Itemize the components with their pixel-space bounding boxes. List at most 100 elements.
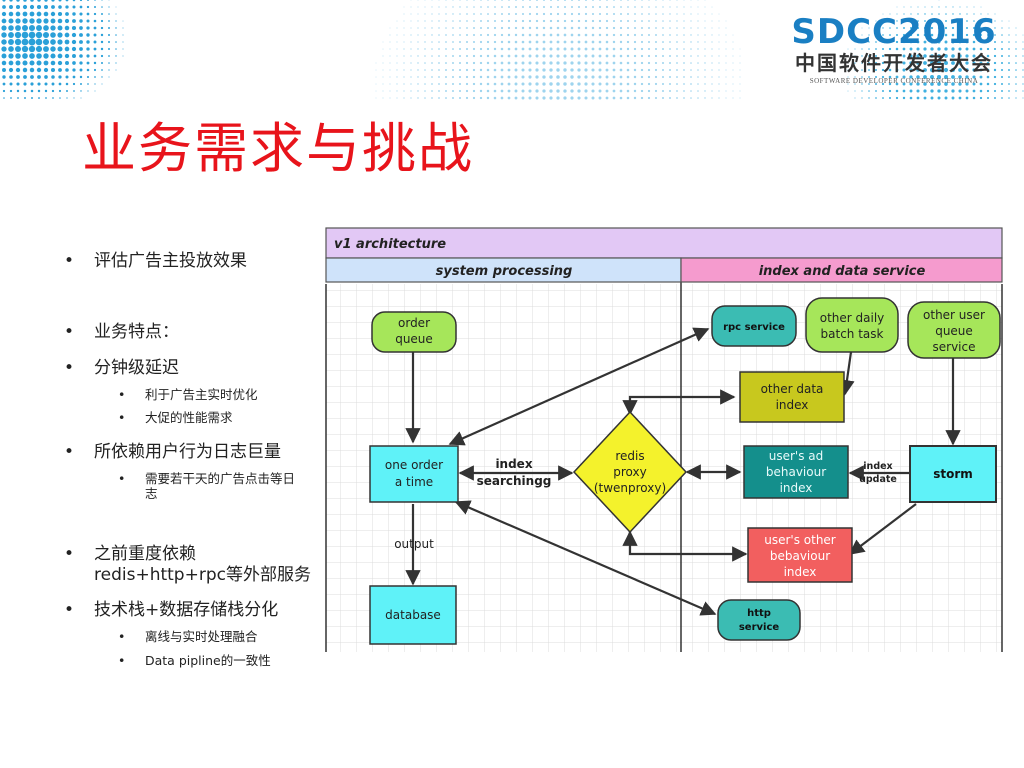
decor-dot <box>438 62 440 64</box>
edge-label-index-small: index <box>863 461 892 472</box>
decor-dot <box>472 96 476 100</box>
decor-dot <box>930 82 934 86</box>
decor-dot <box>37 82 41 86</box>
decor-dot <box>514 68 518 72</box>
decor-dot <box>951 26 955 30</box>
decor-dot <box>662 97 664 99</box>
decor-dot <box>549 68 553 72</box>
decor-dot <box>549 33 553 37</box>
decor-dot <box>923 61 927 65</box>
decor-dot <box>51 89 55 93</box>
decor-dot <box>986 82 990 86</box>
decor-dot <box>598 54 602 58</box>
decor-dot <box>676 55 678 57</box>
decor-dot <box>9 5 13 9</box>
decor-dot <box>1001 90 1003 92</box>
decor-dot <box>494 13 496 15</box>
decor-dot <box>21 38 29 46</box>
decor-dot <box>500 33 504 37</box>
decor-dot <box>895 82 899 86</box>
decor-dot <box>535 47 539 51</box>
decor-dot <box>23 0 27 2</box>
decor-dot <box>1000 68 1004 72</box>
decor-dot <box>986 68 990 72</box>
decor-dot <box>654 68 658 72</box>
decor-dot <box>994 41 996 43</box>
decor-dot <box>882 97 884 99</box>
decor-dot <box>1022 90 1024 92</box>
bullet-dot-icon: • <box>64 358 75 378</box>
decor-dot <box>23 82 27 86</box>
decor-dot <box>676 41 678 43</box>
decor-dot <box>51 0 55 2</box>
decor-dot <box>634 6 636 8</box>
decor-dot <box>108 20 110 22</box>
decor-dot <box>417 55 419 57</box>
decor-dot <box>23 75 27 79</box>
decor-dot <box>1001 48 1003 50</box>
decor-dot <box>958 96 962 100</box>
decor-dot <box>598 61 602 65</box>
decor-dot <box>945 13 947 15</box>
decor-dot <box>605 68 609 72</box>
edge-label-update: update <box>859 474 897 485</box>
decor-dot <box>1 11 7 17</box>
decor-dot <box>676 76 678 78</box>
decor-dot <box>584 26 588 30</box>
decor-dot <box>993 82 997 86</box>
decor-dot <box>599 0 601 1</box>
left-section-header <box>325 257 682 283</box>
decor-dot <box>556 47 560 51</box>
decor-dot <box>690 34 692 36</box>
decor-dot <box>17 97 19 99</box>
decor-dot <box>979 47 983 51</box>
decor-dot <box>57 46 63 52</box>
decor-dot <box>15 53 21 59</box>
decor-dot <box>930 89 934 93</box>
decor-dot <box>556 5 560 9</box>
decor-dot <box>1008 34 1010 36</box>
decor-dot <box>931 13 933 15</box>
decor-dot <box>972 61 976 65</box>
decor-dot <box>556 33 560 37</box>
decor-dot <box>86 75 90 79</box>
decor-dot <box>479 75 483 79</box>
decor-dot <box>584 19 588 23</box>
decor-dot <box>86 47 90 51</box>
decor-dot <box>944 33 948 37</box>
decor-dot <box>619 47 623 51</box>
decor-dot <box>669 62 671 64</box>
decor-dot <box>598 19 602 23</box>
decor-dot <box>542 96 546 100</box>
decor-dot <box>24 97 26 99</box>
decor-dot <box>486 96 490 100</box>
decor-dot <box>916 47 920 51</box>
decor-dot <box>410 34 412 36</box>
decor-dot <box>592 6 594 8</box>
decor-dot <box>396 55 398 57</box>
decor-dot <box>479 68 483 72</box>
decor-dot <box>861 76 863 78</box>
decor-dot <box>94 0 96 1</box>
bullet-dot-icon: • <box>64 600 75 620</box>
decor-dot <box>669 20 671 22</box>
decor-dot <box>847 83 849 85</box>
decor-dot <box>493 89 497 93</box>
decor-dot <box>854 41 856 43</box>
decor-dot <box>661 75 665 79</box>
decor-dot <box>929 67 935 73</box>
decor-dot <box>697 83 699 85</box>
decor-dot <box>8 53 14 59</box>
decor-dot <box>654 96 658 100</box>
decor-dot <box>591 61 595 65</box>
decor-dot <box>479 61 483 65</box>
decor-dot <box>972 96 976 100</box>
decor-dot <box>487 13 489 15</box>
decor-dot <box>640 40 644 44</box>
decor-dot <box>683 41 685 43</box>
decor-dot <box>382 48 384 50</box>
decor-dot <box>86 40 90 44</box>
decor-dot <box>452 83 454 85</box>
decor-dot <box>3 97 5 99</box>
decor-dot <box>438 97 440 99</box>
